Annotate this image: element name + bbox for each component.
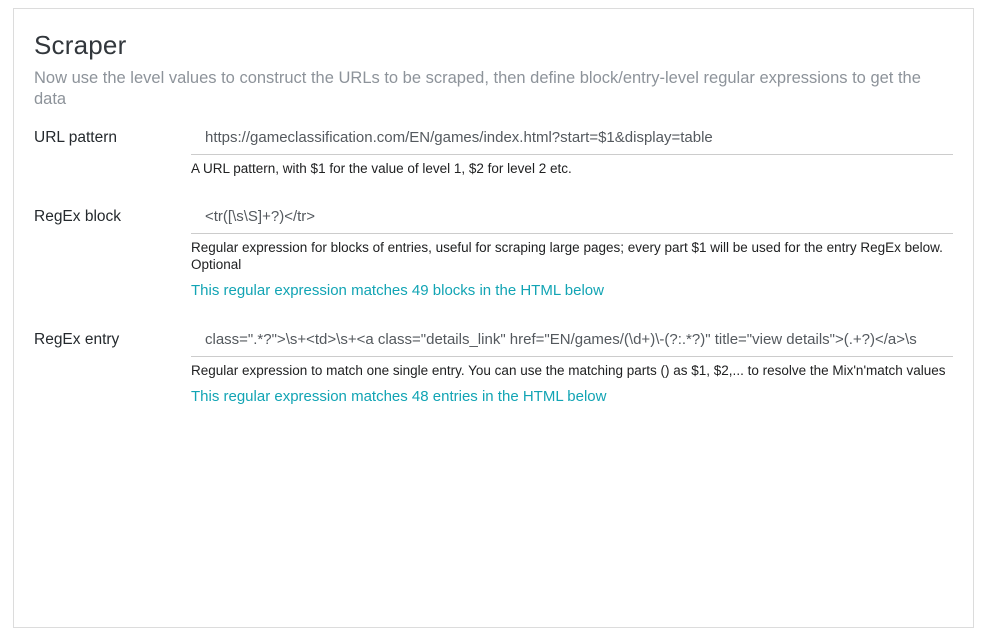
scraper-panel: Scraper Now use the level values to cons…	[13, 8, 974, 628]
page-title: Scraper	[34, 30, 127, 60]
regex-block-match-note: This regular expression matches 49 block…	[191, 282, 604, 299]
url-pattern-content: A URL pattern, with $1 for the value of …	[191, 121, 953, 177]
regex-entry-label: RegEx entry	[34, 331, 120, 348]
regex-block-label: RegEx block	[34, 208, 122, 225]
regex-entry-match-note: This regular expression matches 48 entri…	[191, 388, 607, 405]
field-row-regex-entry: RegEx entry Regular expression to match …	[34, 323, 953, 406]
regex-block-input[interactable]	[191, 200, 953, 234]
field-row-url-pattern: URL pattern A URL pattern, with $1 for t…	[34, 121, 953, 177]
regex-entry-input[interactable]	[191, 323, 953, 357]
regex-entry-content: Regular expression to match one single e…	[191, 323, 953, 406]
url-pattern-help: A URL pattern, with $1 for the value of …	[191, 161, 572, 176]
regex-block-content: Regular expression for blocks of entries…	[191, 200, 953, 300]
regex-entry-help: Regular expression to match one single e…	[191, 363, 946, 378]
page-description: Now use the level values to construct th…	[34, 69, 921, 108]
url-pattern-input[interactable]	[191, 121, 953, 155]
url-pattern-label: URL pattern	[34, 129, 117, 146]
regex-block-help: Regular expression for blocks of entries…	[191, 240, 943, 272]
scraper-form: URL pattern A URL pattern, with $1 for t…	[34, 121, 953, 406]
field-row-regex-block: RegEx block Regular expression for block…	[34, 200, 953, 300]
